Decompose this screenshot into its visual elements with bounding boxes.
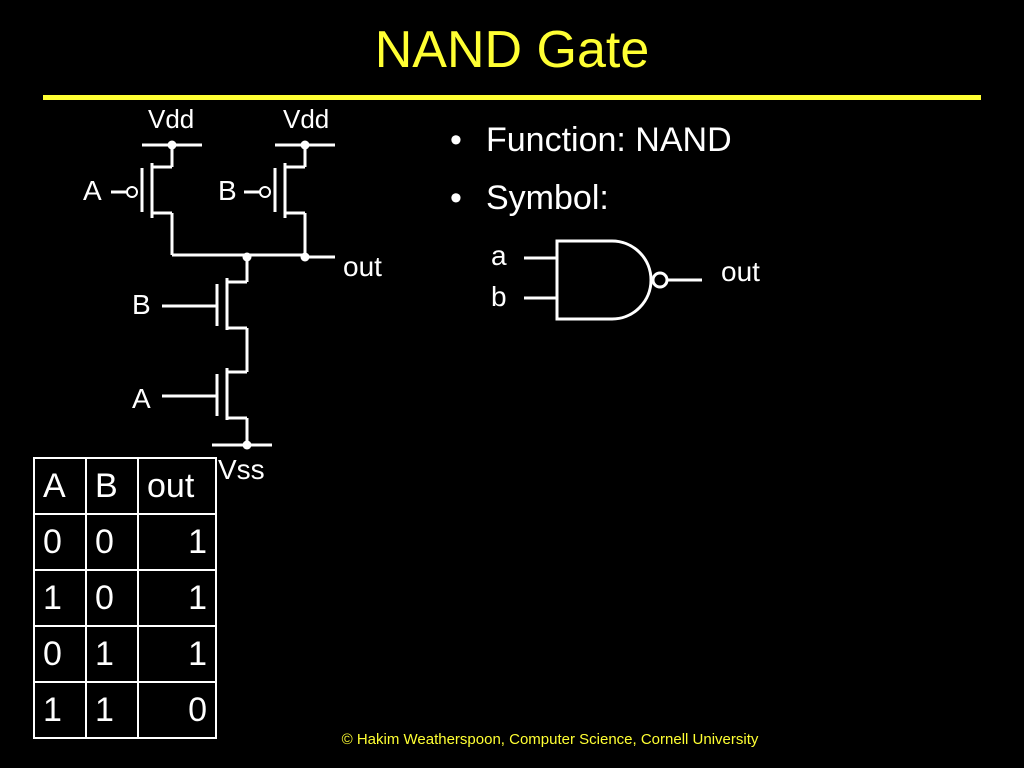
pmos-input-label-a: A xyxy=(83,175,102,206)
pmos-transistor-a xyxy=(111,145,174,255)
bullet-item-function: • Function: NAND xyxy=(450,118,732,162)
gate-labels: a b out xyxy=(491,240,760,312)
truth-table-header: A B out xyxy=(33,457,217,515)
column-header: A xyxy=(33,457,87,515)
table-row: 1 0 1 xyxy=(33,569,217,627)
junction-dot xyxy=(167,140,177,150)
table-cell: 1 xyxy=(85,625,139,683)
footer-copyright: © Hakim Weatherspoon, Computer Science, … xyxy=(341,731,759,748)
table-cell: 1 xyxy=(33,681,87,739)
cmos-circuit xyxy=(111,143,335,447)
table-row: 0 0 1 xyxy=(33,513,217,571)
column-header: B xyxy=(85,457,139,515)
vdd-label-left: Vdd xyxy=(148,104,194,134)
bullet-marker: • xyxy=(450,121,462,159)
vdd-label-right: Vdd xyxy=(283,104,329,134)
table-cell: 0 xyxy=(33,513,87,571)
bullet-text: Symbol: xyxy=(486,179,609,217)
nand-gate-symbol xyxy=(524,239,702,321)
table-row: 0 1 1 xyxy=(33,625,217,683)
table-cell: 1 xyxy=(137,625,217,683)
vss-label: Vss xyxy=(218,454,265,485)
circuit-junctions xyxy=(167,140,310,450)
pmos-input-label-b: B xyxy=(218,175,237,206)
bullet-item-symbol: • Symbol: xyxy=(450,176,732,220)
table-cell: 1 xyxy=(33,569,87,627)
table-cell: 0 xyxy=(137,681,217,739)
bullet-list: • Function: NAND • Symbol: xyxy=(450,118,732,234)
junction-dot xyxy=(242,252,252,262)
junction-dot xyxy=(300,140,310,150)
title-underline xyxy=(43,95,981,100)
truth-table: A B out 0 0 1 1 0 1 0 1 1 1 1 0 xyxy=(33,457,217,739)
table-cell: 1 xyxy=(85,681,139,739)
output-label: out xyxy=(343,251,382,282)
gate-output-label: out xyxy=(721,256,760,287)
bullet-text: Function: NAND xyxy=(486,121,732,159)
table-cell: 1 xyxy=(137,569,217,627)
gate-input-label-b: b xyxy=(491,281,507,312)
junction-dot xyxy=(300,252,310,262)
table-cell: 0 xyxy=(85,569,139,627)
nmos-input-label-b: B xyxy=(132,289,151,320)
nand-inversion-bubble xyxy=(651,271,669,289)
circuit-labels: Vdd Vdd A B out B A Vss xyxy=(83,104,382,485)
gate-input-label-a: a xyxy=(491,240,507,271)
table-cell: 0 xyxy=(85,513,139,571)
slide-title: NAND Gate xyxy=(374,21,650,79)
table-cell: 0 xyxy=(33,625,87,683)
nmos-input-label-a: A xyxy=(132,383,151,414)
nmos-transistor-b xyxy=(162,255,249,372)
table-cell: 1 xyxy=(137,513,217,571)
nmos-transistor-a xyxy=(162,368,249,445)
nand-gate-body xyxy=(555,239,653,321)
table-row: 1 1 0 xyxy=(33,681,217,739)
bullet-marker: • xyxy=(450,179,462,217)
column-header: out xyxy=(137,457,217,515)
junction-dot xyxy=(242,440,252,450)
pmos-transistor-b xyxy=(244,145,307,255)
